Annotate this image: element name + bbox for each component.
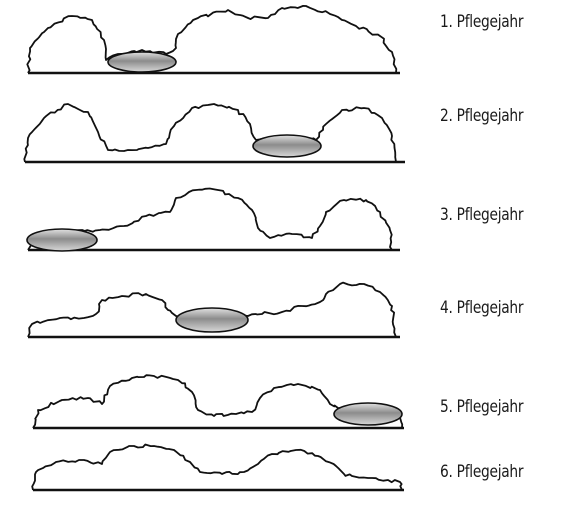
- row-label-1: 1. Pflegejahr: [440, 12, 524, 32]
- row-6: [31, 443, 404, 492]
- hedge-profile: [23, 103, 397, 163]
- cut-section-marker: [333, 402, 403, 426]
- hedge-profile: [27, 187, 393, 251]
- cut-section-marker: [26, 228, 98, 252]
- row-4: [27, 281, 400, 339]
- cut-section-marker: [252, 134, 322, 158]
- row-label-4: 4. Pflegejahr: [440, 298, 524, 318]
- hedge-profile: [26, 5, 398, 74]
- row-label-5: 5. Pflegejahr: [440, 397, 524, 417]
- cut-section-marker: [175, 307, 249, 333]
- row-3: [26, 187, 400, 252]
- row-1: [26, 5, 400, 75]
- row-label-2: 2. Pflegejahr: [440, 106, 524, 126]
- hedge-profile: [31, 443, 403, 491]
- row-label-6: 6. Pflegejahr: [440, 462, 524, 482]
- row-5: [32, 374, 404, 430]
- row-label-3: 3. Pflegejahr: [440, 205, 524, 225]
- row-2: [23, 103, 405, 164]
- cut-section-marker: [107, 51, 177, 73]
